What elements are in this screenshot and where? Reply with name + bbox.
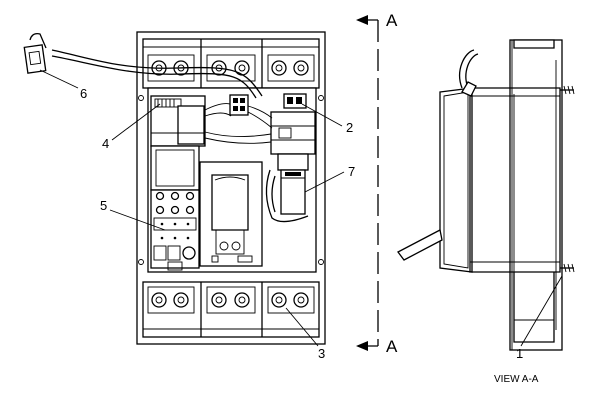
leader-lines (39, 69, 563, 347)
top-terminal-block (142, 38, 320, 89)
handle-window (199, 161, 263, 267)
section-line: A A (356, 11, 398, 356)
side-view (397, 39, 575, 351)
bottom-terminal-block (142, 281, 320, 338)
section-marker-top: A (386, 11, 398, 30)
callout-1: 1 (516, 346, 523, 361)
callout-6: 6 (80, 86, 87, 101)
callout-7: 7 (348, 164, 355, 179)
keypad (150, 189, 200, 271)
view-label: VIEW A-A (494, 374, 539, 385)
front-view (23, 31, 326, 345)
auxiliary-device (265, 153, 309, 223)
connector-plug (270, 93, 316, 155)
connector-six (23, 32, 47, 74)
section-marker-bottom: A (386, 337, 398, 356)
callout-5: 5 (100, 198, 107, 213)
callout-2: 2 (346, 120, 353, 135)
callout-4: 4 (102, 136, 109, 151)
breaker-body (136, 31, 326, 345)
wiring (51, 49, 273, 144)
terminal-block (229, 94, 249, 116)
lcd-display (150, 145, 200, 191)
callout-3: 3 (318, 346, 325, 361)
trip-unit-module (150, 95, 206, 147)
